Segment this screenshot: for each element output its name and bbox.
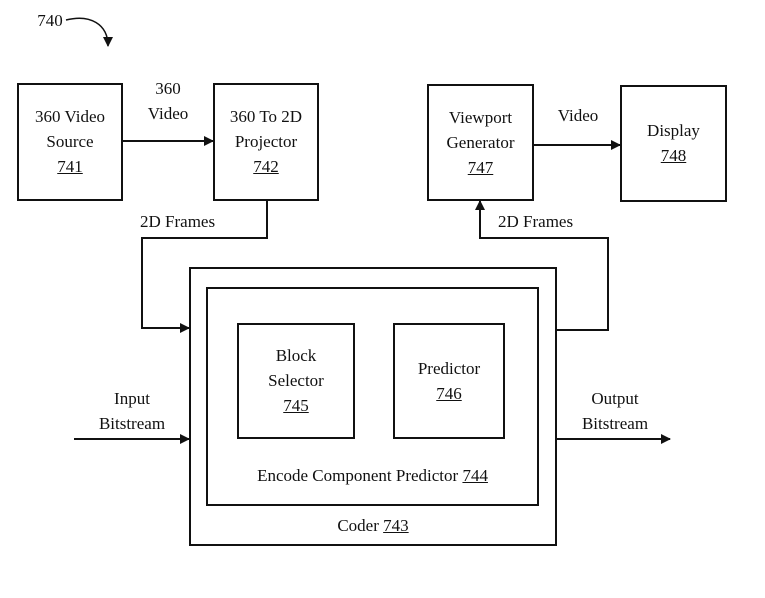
video-source-node: 360 Video Source 741 [18, 104, 122, 179]
block-selector-node: Block Selector 745 [238, 343, 354, 418]
projector-line-1: 360 To 2D [229, 107, 303, 126]
figure-ref-arrow [65, 17, 113, 47]
output-bitstream-line-1: Output [591, 389, 639, 408]
coder-text: Coder [337, 516, 379, 535]
video-source-line-2: Source [46, 132, 94, 151]
coder-label: Coder 743 [190, 513, 556, 538]
edge-label-2d-frames-right: 2D Frames [498, 212, 574, 231]
video-source-line-1: 360 Video [35, 107, 105, 126]
encode-component-predictor-text: Encode Component Predictor [257, 466, 459, 485]
projector-node: 360 To 2D Projector 742 [214, 104, 318, 179]
predictor-node: Predictor 746 [394, 356, 504, 406]
input-bitstream-line-2: Bitstream [98, 414, 166, 433]
edge-coder-to-viewport [475, 200, 609, 331]
block-selector-ref: 745 [283, 396, 309, 415]
video-source-ref: 741 [57, 157, 83, 176]
display-node: Display 748 [621, 118, 726, 168]
input-bitstream-line-1: Input [114, 389, 150, 408]
edge-label-360-video: 360 Video [138, 76, 198, 126]
viewport-generator-line-1: Viewport [448, 108, 513, 127]
predictor-box [393, 323, 505, 439]
block-selector-line-2: Selector [268, 371, 324, 390]
predictor-ref: 746 [436, 384, 462, 403]
block-selector-box [237, 323, 355, 439]
projector-ref: 742 [253, 157, 279, 176]
output-bitstream-line-2: Bitstream [581, 414, 649, 433]
coder-ref: 743 [383, 516, 409, 535]
block-selector-line-1: Block [275, 346, 317, 365]
display-ref: 748 [660, 146, 687, 165]
figure-ref-label: 740 [37, 11, 63, 30]
edge-label-output-bitstream: Output Bitstream [560, 386, 670, 436]
edge-label-360-video-line-2: Video [147, 104, 189, 123]
coder-box [189, 267, 557, 546]
encode-component-predictor-ref: 744 [462, 466, 488, 485]
edge-label-input-bitstream: Input Bitstream [82, 386, 182, 436]
edge-projector-to-coder [141, 200, 268, 333]
projector-line-2: Projector [234, 132, 298, 151]
edge-label-video: Video [557, 106, 599, 125]
viewport-generator-ref: 747 [467, 158, 494, 177]
encode-component-predictor-label: Encode Component Predictor 744 [207, 463, 538, 488]
display-line-1: Display [647, 121, 700, 140]
predictor-line-1: Predictor [417, 359, 481, 378]
display-box [620, 85, 727, 202]
viewport-generator-line-2: Generator [446, 133, 515, 152]
viewport-generator-node: Viewport Generator 747 [428, 105, 533, 180]
encode-component-predictor-box [206, 287, 539, 506]
edge-label-2d-frames-left: 2D Frames [140, 212, 216, 231]
edge-label-360-video-line-1: 360 [155, 79, 181, 98]
